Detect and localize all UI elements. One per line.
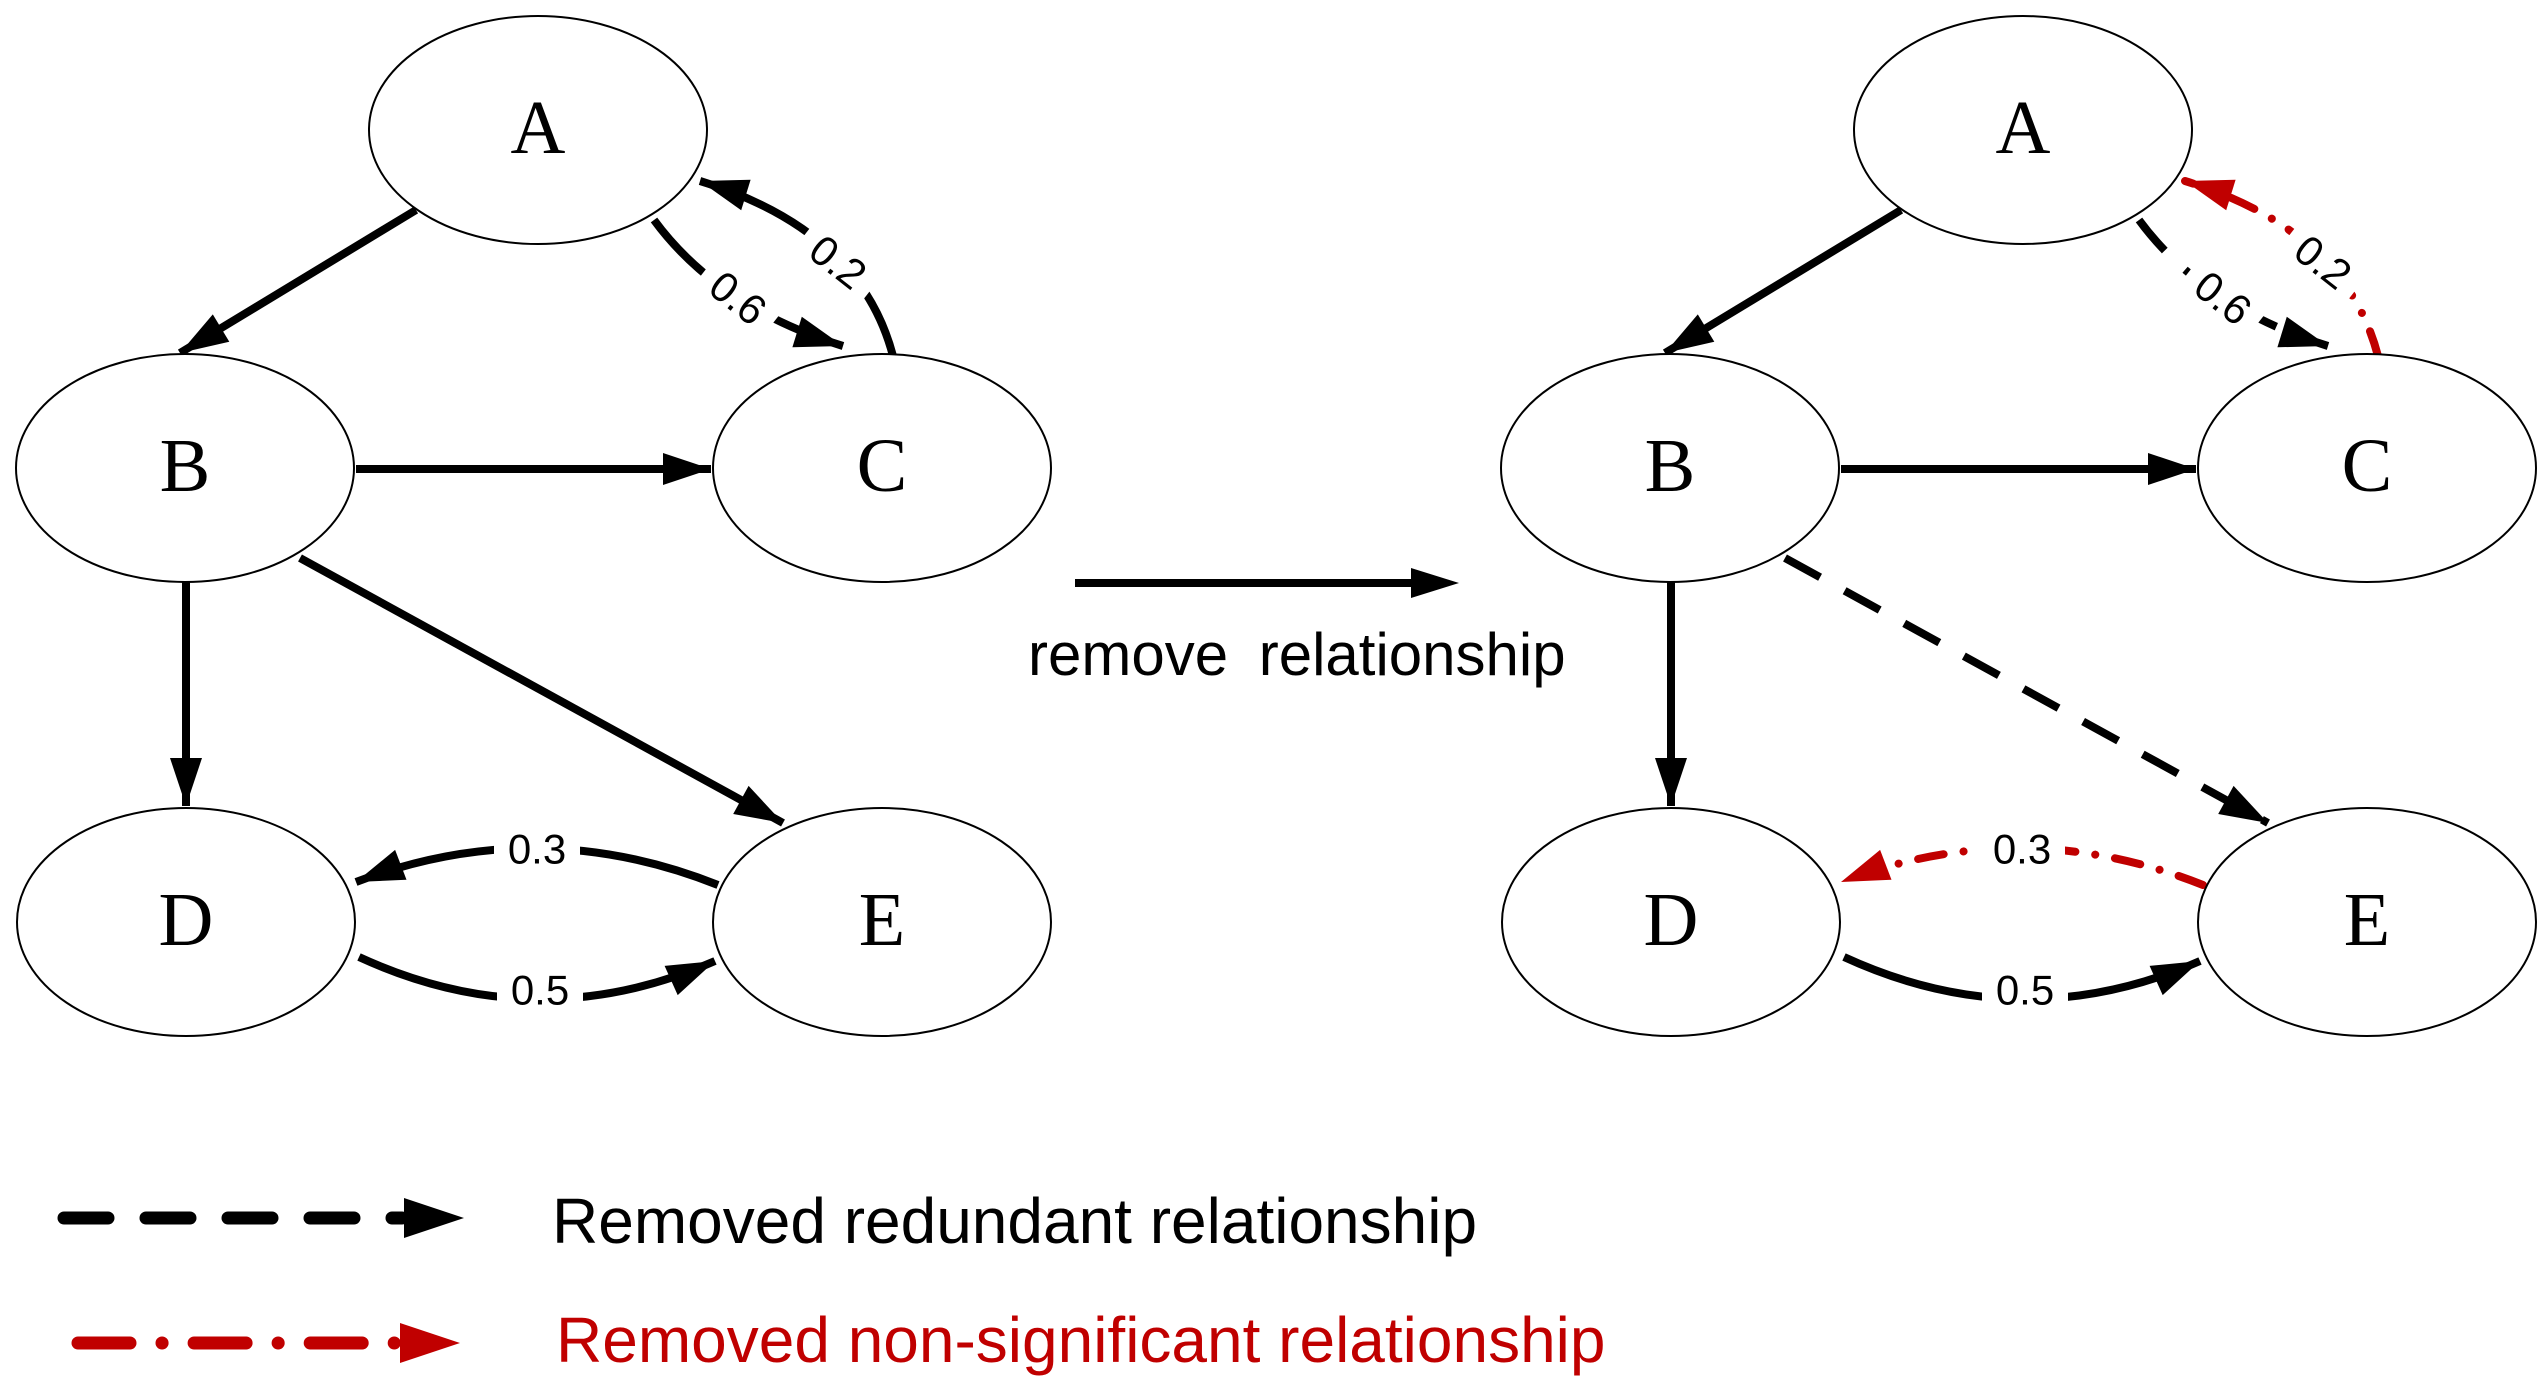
node-ellipse-A — [1853, 15, 2193, 245]
edge-weight-label: 0.6 — [688, 251, 788, 345]
arrowhead-A-C — [2277, 316, 2328, 348]
arrowhead-B-D — [170, 758, 202, 806]
edge-E-D-after: 0.3 — [1837, 823, 2207, 889]
edge-weight-text: 0.5 — [1996, 967, 2054, 1014]
edge-B-C-before — [356, 453, 711, 485]
arrowhead-C-A — [700, 179, 751, 211]
node-ellipse-A — [368, 15, 708, 245]
edge-A-B-before — [177, 206, 419, 357]
node-ellipse-D — [16, 807, 356, 1037]
node-D-after: D — [1501, 807, 1841, 1037]
node-B-before: B — [15, 353, 355, 583]
edge-weight-text: 0.3 — [508, 826, 566, 873]
arrowhead-A-B — [180, 314, 230, 353]
node-B-after: B — [1500, 353, 1840, 583]
node-label-E: E — [859, 878, 905, 962]
arrowhead-B-E — [2218, 785, 2268, 823]
node-ellipse-B — [15, 353, 355, 583]
edge-weight-text: 0.5 — [511, 967, 569, 1014]
node-A-after: A — [1853, 15, 2193, 245]
edge-B-D-before — [170, 582, 202, 806]
edge-weight-label: 0.6 — [2173, 251, 2273, 345]
edge-weight-label: 0.5 — [1982, 964, 2068, 1016]
arrowhead-B-C — [2148, 453, 2196, 485]
edge-A-B-after — [1662, 206, 1904, 357]
node-E-after: E — [2197, 807, 2537, 1037]
node-ellipse-E — [712, 807, 1052, 1037]
arrowhead-D-E — [2149, 961, 2200, 996]
arrowhead-A-B — [1665, 314, 1715, 353]
edge-weight-label: 0.3 — [494, 823, 580, 875]
arrowhead-B-D — [1655, 758, 1687, 806]
node-label-E: E — [2344, 878, 2390, 962]
arrowhead-B-E — [733, 785, 783, 823]
node-label-A: A — [511, 86, 566, 170]
node-label-C: C — [857, 424, 908, 508]
node-A-before: A — [368, 15, 708, 245]
legend-label: Removed non-significant relationship — [556, 1304, 1605, 1376]
node-C-before: C — [712, 353, 1052, 583]
legend-label: Removed redundant relationship — [552, 1185, 1477, 1257]
node-label-B: B — [1645, 424, 1696, 508]
edge-weight-text: 0.3 — [1993, 826, 2051, 873]
node-label-B: B — [160, 424, 211, 508]
node-label-A: A — [1996, 86, 2051, 170]
node-ellipse-D — [1501, 807, 1841, 1037]
edge-E-D-before: 0.3 — [354, 823, 720, 889]
edge-D-E-before: 0.5 — [357, 953, 717, 1016]
arrowhead-B-C — [663, 453, 711, 485]
legend-arrowhead — [400, 1323, 460, 1363]
legend-arrowhead — [404, 1198, 464, 1238]
node-ellipse-E — [2197, 807, 2537, 1037]
node-C-after: C — [2197, 353, 2537, 583]
transition-arrowhead — [1411, 568, 1459, 598]
arrowhead-D-E — [664, 961, 715, 996]
transition: remove relationship — [1028, 568, 1566, 688]
node-ellipse-C — [712, 353, 1052, 583]
node-ellipse-B — [1500, 353, 1840, 583]
node-ellipse-C — [2197, 353, 2537, 583]
node-E-before: E — [712, 807, 1052, 1037]
arrowhead-E-D — [1841, 849, 1892, 882]
transition-label: remove relationship — [1028, 621, 1566, 688]
legend-item-1: Removed non-significant relationship — [71, 1304, 1605, 1376]
edge-weight-label: 0.3 — [1979, 823, 2065, 875]
edge-B-E-after — [1783, 554, 2270, 827]
node-D-before: D — [16, 807, 356, 1037]
legend-item-0: Removed redundant relationship — [57, 1185, 1477, 1257]
edge-B-D-after — [1655, 582, 1687, 806]
arrowhead-E-D — [356, 849, 407, 882]
node-label-D: D — [1644, 878, 1699, 962]
edge-D-E-after: 0.5 — [1842, 953, 2202, 1016]
node-label-D: D — [159, 878, 214, 962]
edge-B-C-after — [1841, 453, 2196, 485]
arrowhead-A-C — [792, 316, 843, 348]
node-label-C: C — [2342, 424, 2393, 508]
edge-B-E-before — [298, 554, 785, 827]
arrowhead-C-A — [2185, 179, 2236, 211]
edge-weight-label: 0.5 — [497, 964, 583, 1016]
